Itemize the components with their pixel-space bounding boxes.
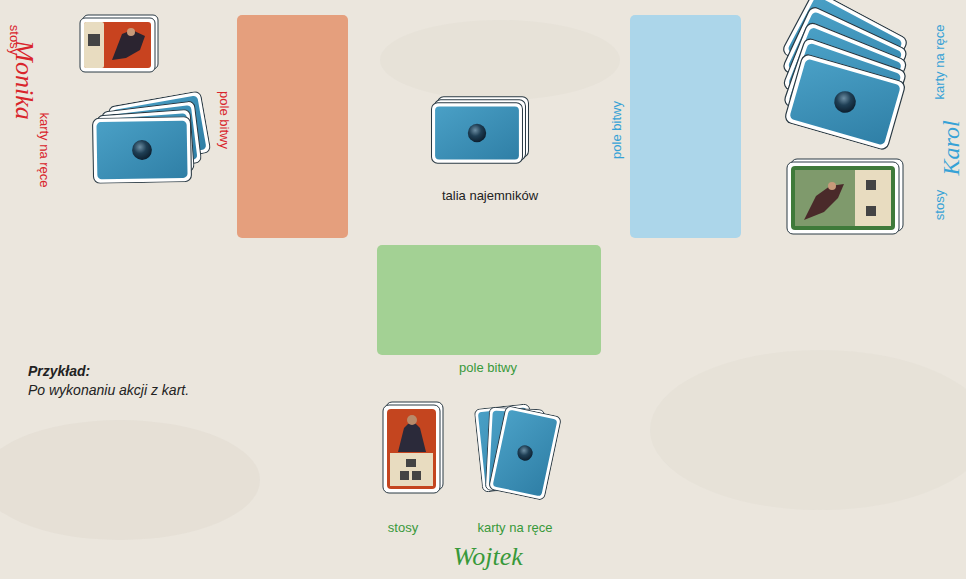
area-label: pole bitwy xyxy=(610,101,624,159)
hand-label: karty na ręce xyxy=(477,521,552,535)
pile-label: stosy xyxy=(388,521,418,535)
battle-field-area: pole bitwy xyxy=(237,15,348,238)
player-name: Monika xyxy=(10,40,39,119)
player-name: Karol xyxy=(938,120,964,175)
karol-hand xyxy=(781,0,909,151)
example-note: Po wykonaniu akcji z kart. xyxy=(28,383,189,398)
battle-field xyxy=(630,15,741,238)
paper-texture xyxy=(0,20,966,540)
hand-label: karty na ręce xyxy=(933,24,947,99)
wojtek-pile xyxy=(383,402,443,493)
wojtek-hand xyxy=(474,404,561,501)
example-heading: Przykład: xyxy=(28,364,90,379)
area-label: pole bitwy xyxy=(217,91,231,149)
karol-pile xyxy=(787,159,903,234)
battle-field xyxy=(237,15,348,238)
monika-pile xyxy=(80,15,158,72)
battle-field-area: pole bitwy xyxy=(377,245,601,355)
player-name: Wojtek xyxy=(453,543,523,572)
pile-label: stosy xyxy=(933,190,947,220)
area-label: talia najemników xyxy=(442,189,538,203)
hand-label: karty na ręce xyxy=(37,112,51,187)
mercenary-deck xyxy=(432,97,529,163)
area-label: pole bitwy xyxy=(459,361,517,375)
deck-area: talia najemników xyxy=(431,96,529,164)
battle-field-area: pole bitwy xyxy=(630,15,741,238)
battle-field xyxy=(377,245,601,355)
monika-hand xyxy=(92,91,210,183)
